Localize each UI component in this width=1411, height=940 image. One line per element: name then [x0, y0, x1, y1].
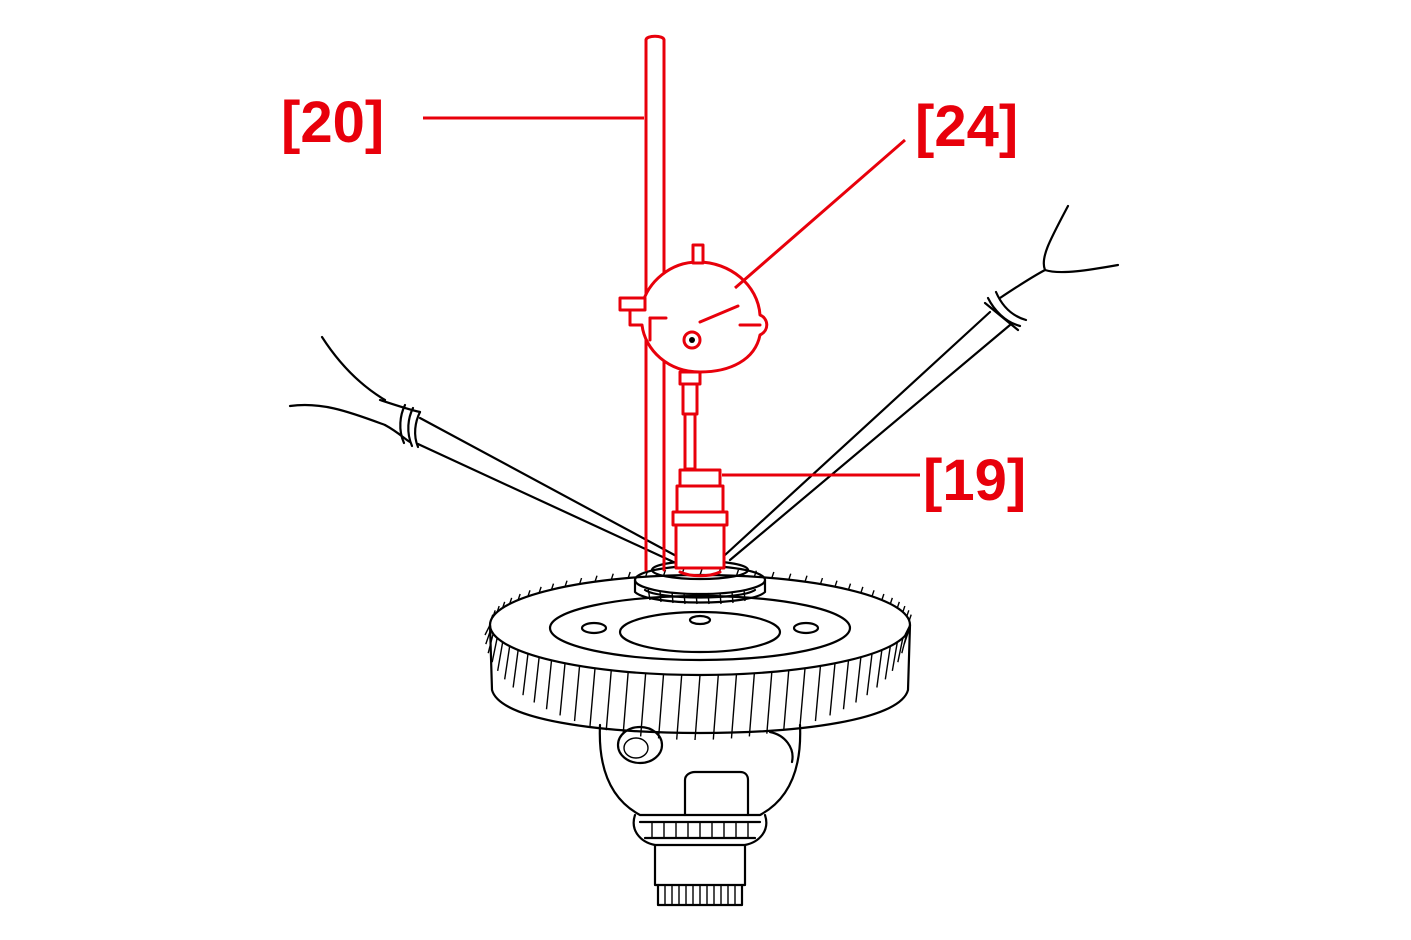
- gear-tooth: [908, 614, 912, 621]
- gear-tooth: [496, 641, 504, 672]
- gear-tooth: [788, 573, 792, 580]
- gear-tooth: [904, 624, 911, 636]
- gear-tooth: [545, 660, 553, 710]
- leader-24: [734, 138, 906, 290]
- gear-tooth: [559, 663, 566, 716]
- gear-tooth: [901, 633, 908, 654]
- gear-tooth: [884, 646, 892, 680]
- gear-tooth: [627, 571, 631, 579]
- callout-label-19: [19]: [923, 448, 1026, 513]
- gear-tooth: [730, 674, 738, 739]
- gear-tooth: [712, 674, 720, 740]
- gear-tooth: [842, 660, 850, 710]
- gear-tooth: [891, 641, 899, 672]
- gear-tooth: [487, 633, 494, 654]
- gear-tooth: [492, 610, 496, 617]
- gear-tooth: [881, 593, 885, 601]
- gear-tooth: [855, 657, 862, 703]
- right-pry-bar: [723, 204, 1120, 562]
- gear-tooth: [675, 674, 683, 740]
- output-shaft-stub: [653, 843, 747, 907]
- gear-tooth: [876, 649, 883, 688]
- gear-tooth: [573, 665, 581, 722]
- gear-tooth: [871, 590, 875, 597]
- gear-tooth: [639, 673, 647, 737]
- gear-tooth: [860, 586, 864, 594]
- gear-tooth: [512, 649, 519, 688]
- gear-tooth: [517, 593, 521, 601]
- gear-tooth: [748, 673, 756, 737]
- gear-tooth: [550, 583, 555, 590]
- gear-teeth: [484, 568, 912, 741]
- gear-tooth: [766, 671, 773, 734]
- gear-tooth: [503, 646, 511, 680]
- gear-tooth: [496, 605, 500, 613]
- gear-tooth: [902, 605, 906, 613]
- gear-tooth: [814, 665, 822, 722]
- gear-tooth: [694, 674, 701, 741]
- gear-tooth: [578, 577, 583, 585]
- gear-tooth: [771, 571, 775, 579]
- gear-tooth: [906, 610, 910, 617]
- gear-tooth: [491, 637, 498, 663]
- gear-tooth: [594, 575, 598, 582]
- gear-tooth: [829, 663, 836, 716]
- gear-tooth: [485, 629, 492, 645]
- gear-tooth: [834, 580, 838, 587]
- gear-tooth: [605, 670, 612, 731]
- measuring-adapter: [671, 468, 729, 578]
- callout-label-20: [20]: [281, 90, 384, 155]
- gear-tooth: [819, 577, 824, 585]
- gear-tooth: [897, 637, 904, 663]
- gear-tooth: [622, 671, 629, 734]
- gear-tooth: [533, 657, 540, 703]
- gear-tooth: [866, 653, 873, 696]
- gear-tooth: [799, 668, 806, 726]
- gear-tooth: [589, 668, 596, 726]
- gear-tooth: [502, 601, 506, 609]
- gear-tooth: [610, 573, 614, 580]
- gear-tooth: [847, 583, 852, 590]
- gear-tooth: [896, 601, 900, 609]
- gear-tooth: [484, 624, 491, 636]
- gear-tooth: [783, 670, 790, 731]
- lower-bearing: [632, 813, 768, 847]
- callout-label-24: [24]: [915, 94, 1018, 159]
- gear-tooth: [564, 580, 568, 587]
- gear-tooth: [804, 575, 808, 582]
- left-pry-bar: [288, 335, 682, 567]
- differential-case: [598, 723, 802, 817]
- gear-tooth: [889, 597, 893, 605]
- gear-tooth: [490, 614, 494, 621]
- gear-tooth: [657, 674, 665, 739]
- gear-tooth: [522, 653, 529, 696]
- gear-tooth: [699, 568, 703, 576]
- ring-gear: [484, 568, 912, 741]
- gear-tooth: [527, 590, 531, 597]
- gear-tooth: [509, 597, 513, 605]
- gear-tooth: [538, 586, 542, 594]
